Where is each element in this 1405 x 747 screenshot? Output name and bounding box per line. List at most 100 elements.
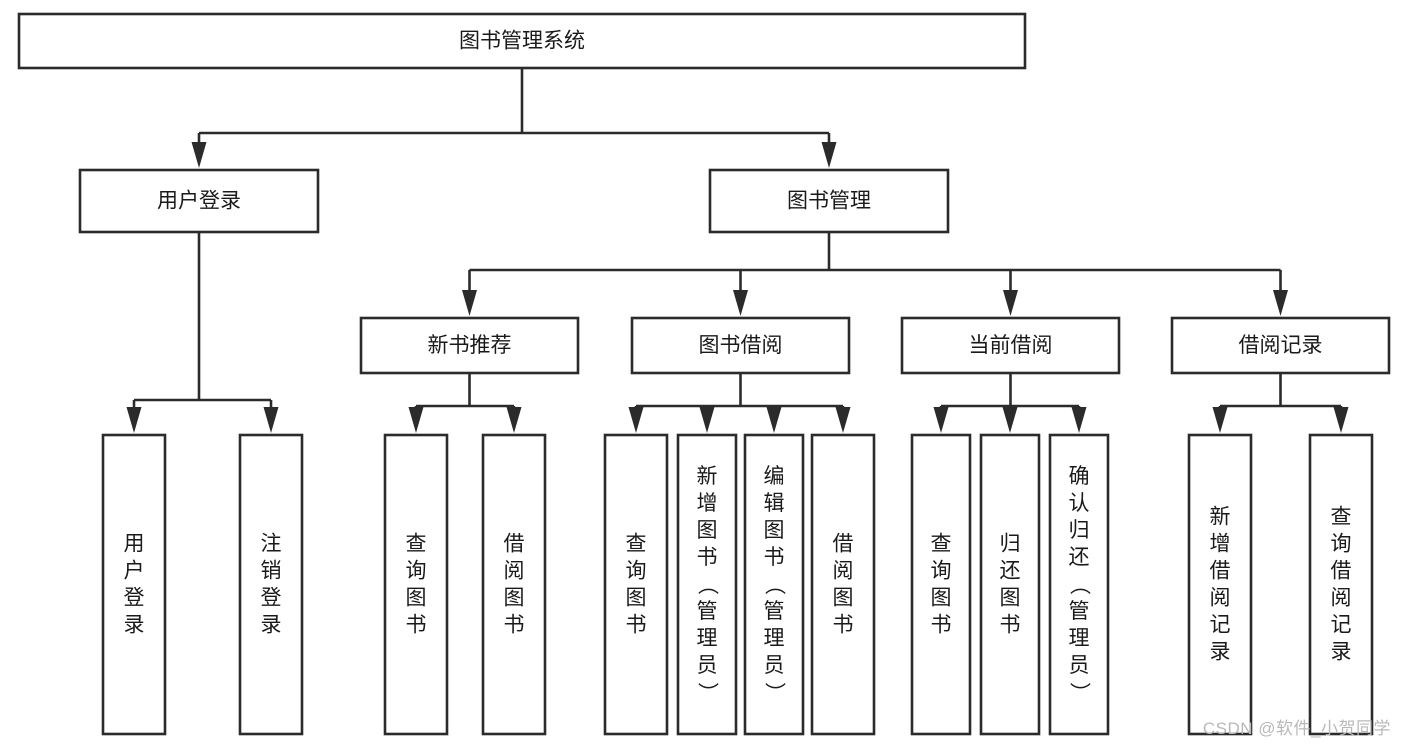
node-label-book-manage: 图书管理 [787,190,871,213]
svg-text:理: 理 [1069,627,1090,650]
svg-text:新: 新 [1210,506,1231,529]
svg-text:查: 查 [931,533,952,556]
svg-text:书: 书 [1000,614,1021,637]
svg-text:阅: 阅 [1210,587,1231,610]
svg-text:查: 查 [406,533,427,556]
arrow-icon-new-book-recommend [462,290,477,316]
svg-text:询: 询 [626,560,647,583]
node-box-leaf-add-record [1187,433,1253,736]
node-box-leaf-confirm-return [1048,433,1110,736]
svg-text:理: 理 [764,627,785,650]
node-box-borrow-record [1170,316,1391,375]
node-box-root [17,12,1027,70]
svg-text:阅: 阅 [504,560,525,583]
svg-text:录: 录 [124,614,145,637]
svg-text:还: 还 [1000,560,1021,583]
node-box-leaf-query-book-2 [603,433,669,736]
svg-text:员: 员 [697,654,718,677]
node-label-root: 图书管理系统 [459,30,585,53]
svg-text:登: 登 [261,587,282,610]
svg-text:图: 图 [626,587,647,610]
node-box-book-manage [708,168,950,234]
node-box-current-borrow [900,316,1121,375]
svg-text:管: 管 [1069,600,1090,623]
node-box-leaf-user-login [101,433,167,736]
svg-text:图: 图 [504,587,525,610]
svg-text:）: ） [763,682,786,703]
svg-text:询: 询 [1331,533,1352,556]
arrow-icon-current-borrow [1003,290,1018,316]
node-user-login[interactable]: 用户登录 [78,168,320,234]
svg-text:查: 查 [1331,506,1352,529]
svg-text:员: 员 [1069,654,1090,677]
svg-text:（: （ [696,574,719,595]
svg-text:认: 认 [1069,492,1090,515]
svg-text:理: 理 [697,627,718,650]
node-label-leaf-user-login: 用户登录 [124,533,145,637]
node-label-new-book-recommend: 新书推荐 [428,334,512,357]
node-new-book-recommend[interactable]: 新书推荐 [359,316,580,375]
watermark-text: CSDN @软件_小贺同学 [1202,719,1391,738]
svg-text:阅: 阅 [1331,587,1352,610]
arrow-icon-leaf-user-login [126,407,142,433]
svg-text:新: 新 [697,465,718,488]
svg-text:借: 借 [504,533,525,556]
node-box-leaf-query-book-3 [910,433,972,736]
node-current-borrow[interactable]: 当前借阅 [900,316,1121,375]
svg-text:归: 归 [1000,533,1021,556]
svg-text:书: 书 [931,614,952,637]
node-box-leaf-borrow-book-1 [481,433,547,736]
svg-text:借: 借 [833,533,854,556]
node-borrow-record[interactable]: 借阅记录 [1170,316,1391,375]
arrow-icon-leaf-borrow-book-2 [835,407,851,433]
svg-text:书: 书 [504,614,525,637]
svg-text:户: 户 [124,560,145,583]
node-leaf-user-login[interactable]: 用户登录 [101,433,167,736]
svg-text:（: （ [763,574,786,595]
svg-text:图: 图 [833,587,854,610]
arrow-icon-book-borrow [733,290,748,316]
node-box-leaf-edit-book [743,433,805,736]
node-root[interactable]: 图书管理系统 [17,12,1027,70]
svg-text:图: 图 [1000,587,1021,610]
arrow-icon-leaf-return-book [1002,407,1018,433]
node-book-manage[interactable]: 图书管理 [708,168,950,234]
svg-text:用: 用 [124,533,145,556]
arrow-icon-leaf-user-logout [263,407,279,433]
arrow-icon-leaf-query-book-1 [408,407,424,433]
svg-text:图: 图 [406,587,427,610]
node-box-book-borrow [630,316,851,375]
svg-text:记: 记 [1331,614,1352,637]
svg-text:）: ） [1068,682,1091,703]
node-label-user-login: 用户登录 [157,190,241,213]
arrow-icon-leaf-query-record [1333,407,1349,433]
arrow-icon-user-login [191,142,207,168]
svg-text:书: 书 [697,546,718,569]
svg-text:询: 询 [406,560,427,583]
node-book-borrow[interactable]: 图书借阅 [630,316,851,375]
svg-text:借: 借 [1331,560,1352,583]
svg-text:注: 注 [261,533,282,556]
svg-text:录: 录 [261,614,282,637]
